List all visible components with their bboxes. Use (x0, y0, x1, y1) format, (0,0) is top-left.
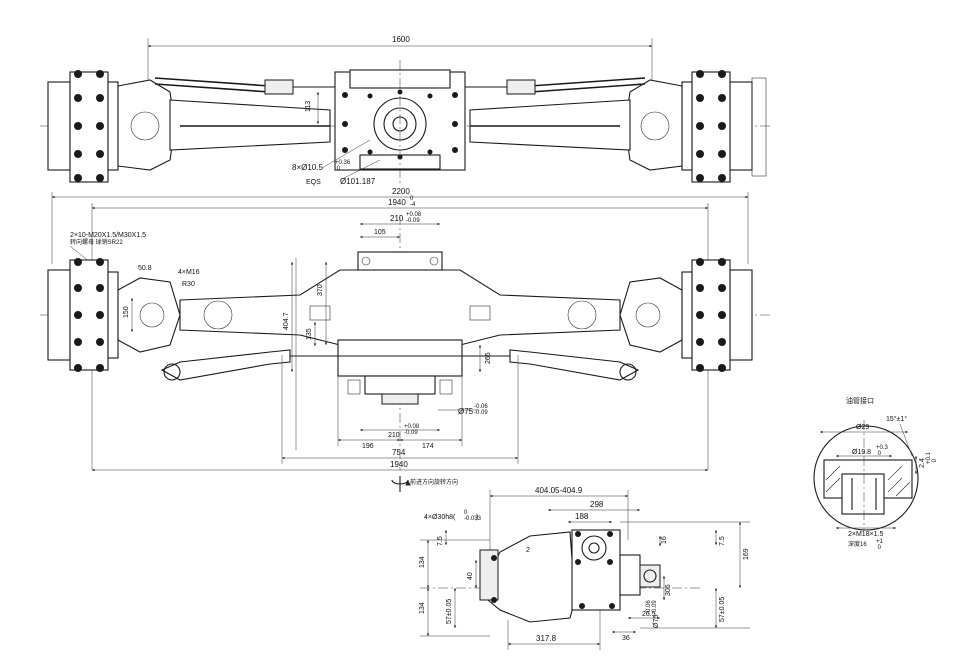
thread-note-1: 2×10-M20X1.5/M30X1.5 (70, 232, 146, 239)
dim-r30: R30 (182, 281, 195, 288)
dim-113: 113 (305, 101, 312, 112)
dim-135: 135 (306, 328, 313, 340)
dim-2200: 2200 (392, 187, 410, 196)
dim-210-top: 210 (390, 214, 404, 223)
dim-phi75-front-tol: -0.06-0.09 (474, 404, 488, 416)
dim-angle: 15°±1° (886, 415, 907, 423)
dim-phi75-side-tol: -0.06-0.09 (646, 600, 658, 614)
detail-depth-tol: +1 0 (876, 539, 884, 551)
side-view: 404.05-404.9 298 188 4×Ø30h8( 0-0.033 ) … (419, 486, 750, 650)
dim-169: 169 (743, 548, 750, 560)
side-housing (487, 531, 576, 623)
front-view: 2200 1940 0-4 210 +0.08-0.09 105 2×10-M2… (40, 187, 770, 492)
dim-150: 150 (123, 306, 130, 318)
dim-7-5-a: 7.5 (437, 536, 444, 546)
detail-title: 油管接口 (846, 396, 874, 405)
dim-4xm16: 4×M16 (178, 269, 200, 276)
dim-2-4: 2.4 (919, 458, 926, 468)
detail-view: 油管接口 Ø29 Ø19.8 +0.3 0 15°±1° 2.4 +0.1 0 … (813, 396, 938, 551)
dim-298: 298 (590, 500, 604, 509)
dim-7-5-b: 7.5 (719, 536, 726, 546)
dim-holes-tol: 0-0.033 (464, 510, 482, 522)
eqs-label: EQS (306, 179, 321, 186)
dim-196: 196 (362, 443, 374, 450)
dim-40: 40 (467, 572, 474, 580)
dim-holes: 4×Ø30h8( (424, 514, 456, 521)
holes-callout: 8×Ø10.5 (292, 163, 323, 172)
dim-36: 36 (622, 635, 630, 642)
dim-phi19-8-tol: +0.3 0 (876, 445, 889, 457)
dim-2: 2 (526, 547, 530, 554)
dim-188: 188 (575, 512, 589, 521)
dim-phi19-8: Ø19.8 (852, 449, 871, 456)
holes-tol: +0.36 0 (335, 160, 351, 172)
axle-beam (179, 269, 621, 346)
right-hub-bolts (696, 70, 726, 182)
dim-404-7: 404.7 (283, 312, 290, 330)
dim-1940-bottom: 1940 (390, 460, 408, 469)
rotation-note: 前进方向旋转方向 (410, 478, 458, 486)
dim-754: 754 (392, 448, 406, 457)
dim-phi75-front: Ø75 (458, 407, 474, 416)
dim-265: 265 (485, 352, 492, 364)
dim-1600: 1600 (392, 35, 410, 44)
dim-210-bottom: 210 (388, 432, 400, 439)
top-view: 1600 (40, 35, 770, 186)
dim-57-b: 57±0.05 (719, 597, 726, 622)
dim-305: 305 (665, 584, 672, 596)
left-hub-bolts (74, 70, 104, 182)
dim-1940-top: 1940 (388, 198, 406, 207)
dim-105: 105 (374, 229, 386, 236)
front-right-hub-bolts (696, 258, 726, 372)
detail-thread: 2×M18×1.5 (848, 531, 884, 538)
dim-404: 404.05-404.9 (535, 486, 583, 495)
front-left-hub-bolts (74, 258, 104, 372)
detail-depth: 深度16 (848, 540, 867, 548)
thread-note-2: 转向螺母 球销SR22 (70, 238, 123, 246)
dim-50-8: 50.8 (138, 265, 152, 272)
dim-210-top-tol: +0.08-0.09 (406, 212, 422, 224)
dim-134-a: 134 (419, 556, 426, 568)
dim-317-8: 317.8 (536, 634, 557, 643)
center-bolts (342, 89, 458, 160)
dim-26-5: 26.5 (642, 611, 656, 618)
pcd-label: Ø101.187 (340, 177, 376, 186)
dim-2-4-tol: +0.1 0 (926, 451, 938, 464)
left-hub-disc (47, 81, 71, 171)
dim-210-bottom-tol: +0.08-0.09 (404, 424, 420, 436)
dim-phi75-side: Ø75 (653, 615, 660, 628)
dim-57-a: 57±0.05 (446, 599, 453, 624)
dim-16: 16 (661, 536, 668, 544)
dim-1940-top-tol: 0-4 (410, 196, 416, 208)
dim-174: 174 (422, 443, 434, 450)
dim-holes-close: ) (476, 514, 478, 521)
dim-134-b: 134 (419, 602, 426, 614)
dim-370: 370 (317, 284, 324, 296)
dim-phi29: Ø29 (856, 424, 869, 431)
side-bolts (491, 531, 615, 609)
